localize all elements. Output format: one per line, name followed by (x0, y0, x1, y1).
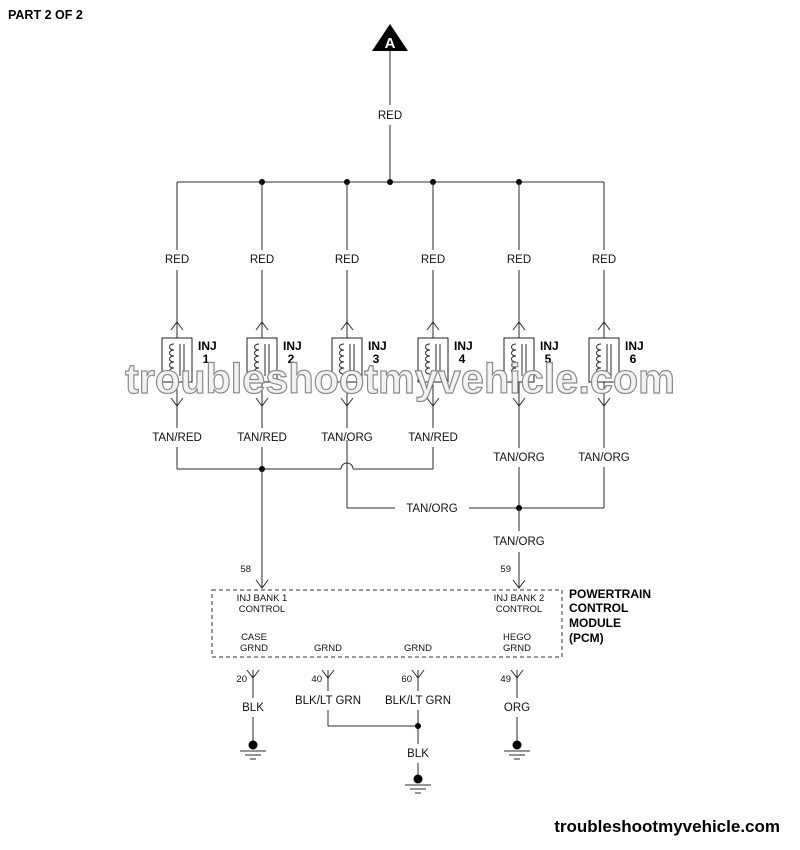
injector-number: 5 (545, 352, 552, 366)
pcm-bank2-text-2: CONTROL (496, 604, 542, 615)
injector-feed-label: RED (421, 254, 445, 266)
injector-return-label: TAN/ORG (578, 452, 630, 464)
pcm-ground-49-text-1: HEGO (503, 632, 531, 643)
injector-body (503, 337, 535, 383)
injector-body (161, 337, 193, 383)
pin-60-wire-label: BLK/LT GRN (385, 695, 451, 707)
injector-return-label: TAN/RED (237, 432, 287, 444)
pin-40-wire-label: BLK/LT GRN (295, 695, 361, 707)
injector-number: 2 (288, 352, 295, 366)
pin-20-wire-label: BLK (242, 702, 264, 714)
ground-symbol-icon (240, 740, 266, 760)
injector-label: INJ (540, 339, 559, 353)
injector-number: 6 (630, 352, 637, 366)
pcm-title-3: MODULE (569, 616, 621, 630)
watermark: troubleshootmyvehicle.com (125, 355, 675, 402)
injector-label: INJ (198, 339, 217, 353)
pin-20: 20 (236, 674, 247, 685)
injector-return-label: TAN/RED (408, 432, 458, 444)
feed-wire-label: RED (378, 110, 402, 122)
pcm-title-4: (PCM) (569, 631, 604, 645)
injector-body (246, 337, 278, 383)
injector-coil-icon (169, 343, 175, 375)
pin-58: 58 (240, 564, 251, 575)
injector-feed-label: RED (592, 254, 616, 266)
bank2-to-pcm-label: TAN/ORG (493, 536, 545, 548)
ground-common-label: BLK (407, 748, 429, 760)
bank2-bus-label: TAN/ORG (406, 503, 458, 515)
injector-label: INJ (625, 339, 644, 353)
injector-coil-icon (254, 343, 260, 375)
pcm-title-1: POWERTRAIN (569, 587, 651, 601)
pin-40: 40 (311, 674, 322, 685)
pcm-connector-59 (512, 579, 526, 589)
pcm-bank1-text-1: INJ BANK 1 (237, 593, 288, 604)
injector-group: REDINJ1TAN/REDREDINJ2TAN/REDREDINJ3TAN/O… (152, 182, 644, 508)
injector-body (417, 337, 449, 383)
footer-site: troubleshootmyvehicle.com (554, 817, 780, 836)
pcm-title-2: CONTROL (569, 601, 628, 615)
injector-number: 4 (459, 352, 466, 366)
pcm-box (211, 589, 563, 658)
injector-body (331, 337, 363, 383)
pin-49-wire-label: ORG (504, 702, 530, 714)
injector-coil-icon (425, 343, 431, 375)
injector-feed-label: RED (250, 254, 274, 266)
injector-feed-label: RED (507, 254, 531, 266)
ground-symbol-icon (405, 774, 431, 794)
injector-feed-label: RED (335, 254, 359, 266)
pin-49: 49 (500, 674, 511, 685)
injector-return-label: TAN/RED (152, 432, 202, 444)
injector-label: INJ (368, 339, 387, 353)
injector-return-label: TAN/ORG (493, 452, 545, 464)
injector-coil-icon (596, 343, 602, 375)
pcm-ground-20-text-2: GRND (240, 643, 268, 654)
pcm-connector-58 (255, 579, 269, 589)
pin-59: 59 (500, 564, 511, 575)
injector-return-label: TAN/ORG (321, 432, 373, 444)
part-label: PART 2 OF 2 (8, 8, 83, 22)
connector-a-label: A (385, 35, 396, 52)
injector-number: 1 (203, 352, 210, 366)
injector-label: INJ (283, 339, 302, 353)
pcm-bank1-text-2: CONTROL (239, 604, 285, 615)
injector-number: 3 (373, 352, 380, 366)
pin-60: 60 (401, 674, 412, 685)
connector-a-triangle: A (372, 24, 408, 52)
pcm-ground-40-text: GRND (314, 643, 342, 654)
injector-coil-icon (339, 343, 345, 375)
pcm-ground-49-text-2: GRND (503, 643, 531, 654)
pcm-ground-60-text: GRND (404, 643, 432, 654)
pcm-ground-20-text-1: CASE (241, 632, 267, 643)
injector-feed-label: RED (165, 254, 189, 266)
injector-coil-icon (511, 343, 517, 375)
pcm-bank2-text-1: INJ BANK 2 (494, 593, 545, 604)
ground-symbol-icon (504, 740, 530, 760)
injector-label: INJ (454, 339, 473, 353)
